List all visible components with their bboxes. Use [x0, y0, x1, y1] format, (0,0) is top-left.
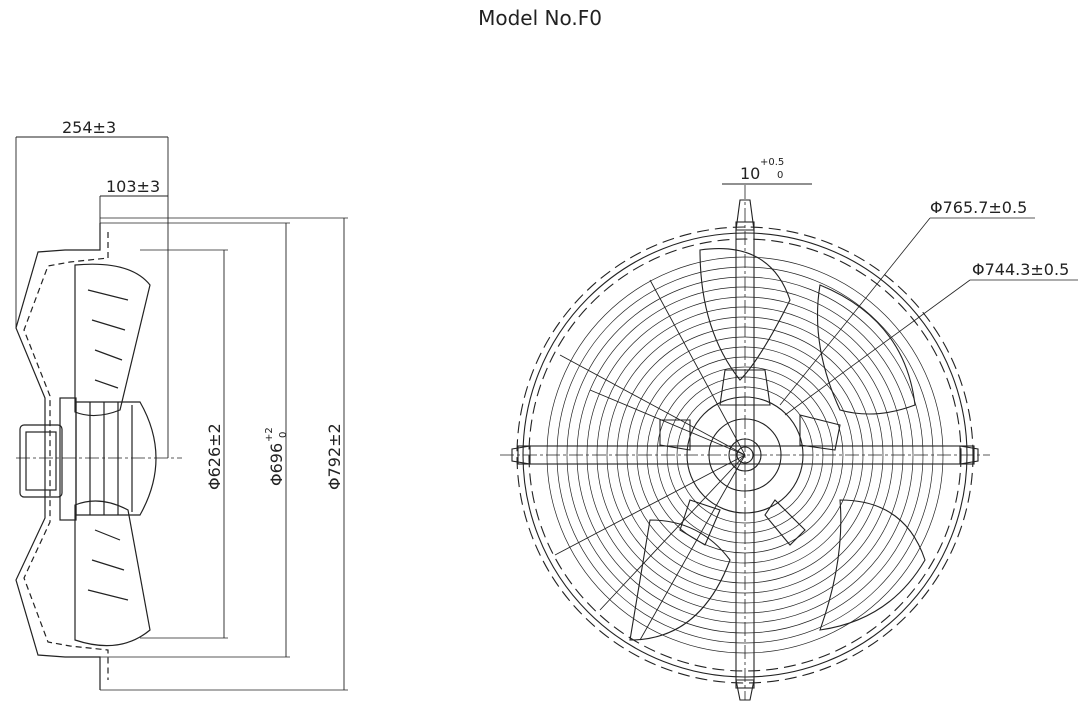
- dim-outer-circle: Φ765.7±0.5: [930, 198, 1027, 217]
- blade-3: [699, 248, 791, 381]
- hub-arm-3: [764, 499, 806, 546]
- dim-d626: Φ626±2: [205, 423, 224, 490]
- blade-2: [819, 499, 926, 631]
- hub-outer: [686, 396, 804, 514]
- rotor-housing: [75, 401, 157, 516]
- tab-bottom: [735, 679, 755, 701]
- hub-arm-4: [679, 499, 721, 546]
- front-view: [500, 183, 1078, 701]
- hub-arm-1: [719, 369, 771, 406]
- dim-d696-tol-upper: +2: [264, 427, 275, 442]
- guard-profile-outer: [15, 223, 101, 690]
- dim-flange-depth: 103±3: [106, 177, 160, 196]
- motor-body: [19, 424, 63, 498]
- guard-spokes: [554, 279, 746, 641]
- hub-mid: [708, 418, 782, 492]
- guard-profile-dashed: [23, 232, 109, 680]
- hub-core: [736, 446, 754, 464]
- side-view: [15, 136, 348, 691]
- motor-cap: [25, 431, 57, 491]
- dim-d696-tol-lower: 0: [278, 432, 289, 438]
- hub-arm-2: [799, 414, 841, 451]
- dim-slot-tol-upper: +0.5: [760, 157, 784, 168]
- dim-overall-depth: 254±3: [62, 118, 116, 137]
- blade-side-upper: [74, 263, 151, 417]
- dim-d792: Φ792±2: [325, 423, 344, 490]
- blade-1: [816, 284, 916, 415]
- drawing-title: Model No.F0: [478, 6, 602, 30]
- blade-side-lower: [74, 500, 151, 647]
- dim-inner-circle: Φ744.3±0.5: [972, 260, 1069, 279]
- tab-right: [959, 445, 979, 465]
- dim-slot-tol-lower: 0: [777, 170, 783, 181]
- hub-inner: [728, 438, 762, 472]
- hub-arm-5: [659, 419, 691, 451]
- dim-d696: Φ696: [267, 443, 286, 486]
- dim-d696-group: Φ696 +2 0: [264, 427, 289, 486]
- tab-top: [735, 199, 755, 231]
- blade-4: [629, 519, 731, 641]
- dim-slot: 10: [740, 164, 760, 183]
- tab-left: [511, 445, 531, 465]
